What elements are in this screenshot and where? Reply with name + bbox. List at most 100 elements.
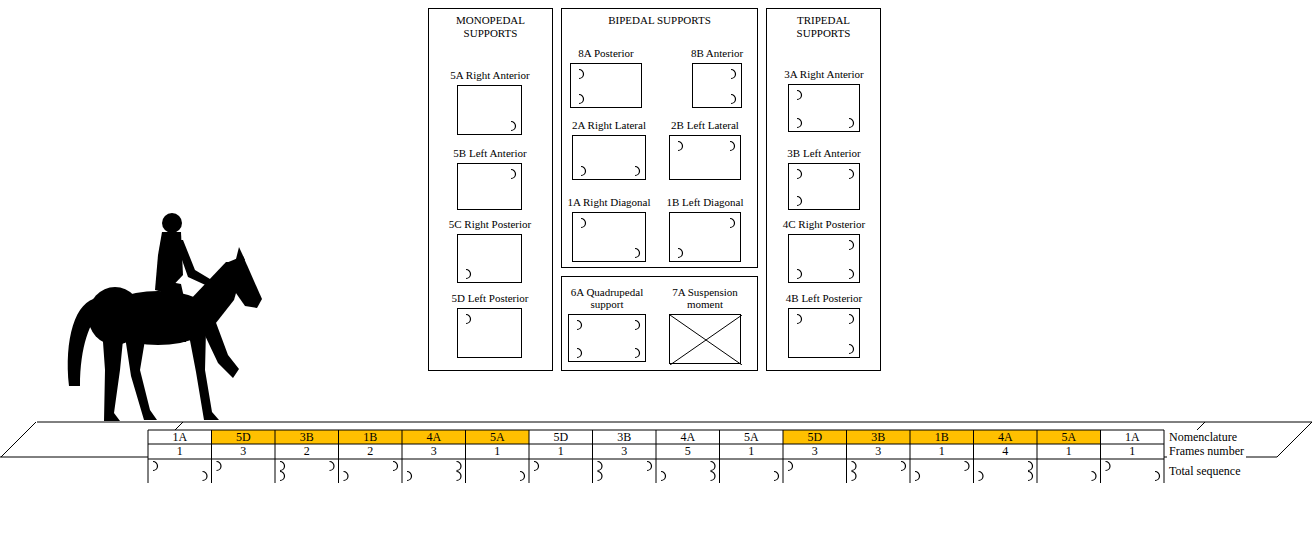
horseshoe-symbol [774, 472, 779, 481]
support-outline [457, 234, 522, 283]
highlight-cell [402, 430, 466, 444]
highlight-cell [910, 430, 974, 444]
support-symbols [571, 64, 643, 109]
horseshoe-symbol [457, 462, 462, 471]
support-symbols [789, 235, 861, 284]
support-box: 5A Right Anterior [449, 65, 530, 135]
horseshoe-symbol [520, 472, 525, 481]
table-line [529, 430, 530, 483]
table-cell: 3 [402, 444, 466, 459]
support-box: 3A Right Anterior [783, 64, 864, 132]
table-cell: 5D [529, 430, 593, 444]
table-cell: 4A [974, 430, 1038, 444]
horseshoe-symbol [849, 345, 854, 354]
horseshoe-symbol [393, 462, 398, 471]
horseshoe-symbol [797, 197, 802, 206]
support-outline [669, 314, 741, 364]
support-box: 6A Quadrupedal support [566, 286, 648, 363]
support-outline [788, 84, 860, 132]
support-symbols [670, 136, 742, 181]
horse-leg [200, 320, 239, 378]
highlight-cell [847, 430, 911, 444]
highlight-cell [275, 430, 339, 444]
rider-leg [160, 280, 189, 342]
horseshoe-symbol [344, 472, 349, 481]
support-outline [457, 163, 522, 210]
horseshoe-symbol [849, 315, 854, 324]
table-line [1164, 430, 1165, 483]
support-label: 3A Right Anterior [784, 68, 863, 81]
support-symbols [789, 164, 861, 211]
support-outline [669, 212, 741, 262]
highlight-cell [783, 430, 847, 444]
table-cell: 2 [339, 444, 403, 459]
horseshoe-symbol [635, 349, 640, 358]
track-line [37, 422, 1312, 423]
support-box: 8B Anterior [690, 43, 744, 108]
horse-tail [68, 298, 101, 386]
table-line [846, 430, 847, 483]
horseshoe-symbol [797, 270, 802, 279]
horseshoe-symbol [457, 472, 462, 481]
support-symbols [573, 136, 647, 181]
support-label: 5C Right Posterior [449, 218, 532, 231]
track-line [1277, 422, 1312, 457]
table-cell: 1 [148, 444, 212, 459]
table-line [719, 430, 720, 483]
horseshoe-symbol [407, 472, 412, 481]
table-cell: 3 [847, 444, 911, 459]
row-header: Total sequence [1167, 459, 1242, 483]
support-label: 1B Left Diagonal [667, 196, 744, 209]
horseshoe-symbol [678, 249, 683, 258]
horseshoe-symbol [1155, 472, 1160, 481]
support-outline [570, 63, 642, 108]
support-outline [568, 314, 646, 362]
support-label: 4C Right Posterior [783, 218, 866, 231]
support-outline [669, 135, 741, 180]
horseshoe-symbol [849, 170, 854, 179]
support-label: 7A Suspension moment [665, 286, 745, 311]
horseshoe-symbol [534, 462, 539, 471]
horseshoe-symbol [280, 472, 285, 481]
horse-leg [124, 330, 157, 420]
support-symbols [458, 235, 523, 284]
sequence-symbols [153, 462, 1160, 481]
table-cell: 5 [656, 444, 720, 459]
support-symbols [670, 315, 742, 365]
support-symbols [458, 309, 523, 359]
support-panel: BIPEDAL SUPPORTS8A Posterior8B Anterior2… [561, 8, 758, 268]
table-line [973, 430, 974, 483]
horseshoe-symbol [635, 249, 640, 258]
horseshoe-symbol [203, 472, 208, 481]
horseshoe-symbol [849, 241, 854, 250]
table-cell: 5A [720, 430, 784, 444]
table-line [211, 430, 212, 483]
table-cell: 3B [593, 430, 657, 444]
horseshoe-symbol [852, 462, 857, 471]
table-line [656, 430, 657, 483]
table-cell: 1 [466, 444, 530, 459]
panel-heading: MONOPEDAL SUPPORTS [429, 9, 552, 40]
suspension-cross [670, 315, 742, 365]
row-header: Nomenclature [1167, 430, 1239, 444]
support-box: 1A Right Diagonal [566, 192, 651, 262]
table-cell: 1 [1037, 444, 1101, 459]
support-box: 2B Left Lateral [668, 115, 742, 180]
horseshoe-symbol [915, 472, 920, 481]
table-line [1037, 430, 1038, 483]
support-box: 4C Right Posterior [782, 214, 867, 283]
horse-rider-silhouette [68, 213, 262, 421]
horseshoe-symbol [598, 472, 603, 481]
table-cell: 4A [656, 430, 720, 444]
horseshoe-symbol [1106, 462, 1111, 471]
horseshoe-symbol [577, 349, 582, 358]
table-line [783, 430, 784, 483]
horseshoe-symbol [598, 462, 603, 471]
support-symbols [789, 85, 861, 133]
table-cell: 5A [466, 430, 530, 444]
support-outline [692, 63, 742, 108]
horseshoe-symbol [511, 122, 516, 131]
highlight-cell [974, 430, 1038, 444]
table-cell: 3 [593, 444, 657, 459]
table-cell: 1 [529, 444, 593, 459]
